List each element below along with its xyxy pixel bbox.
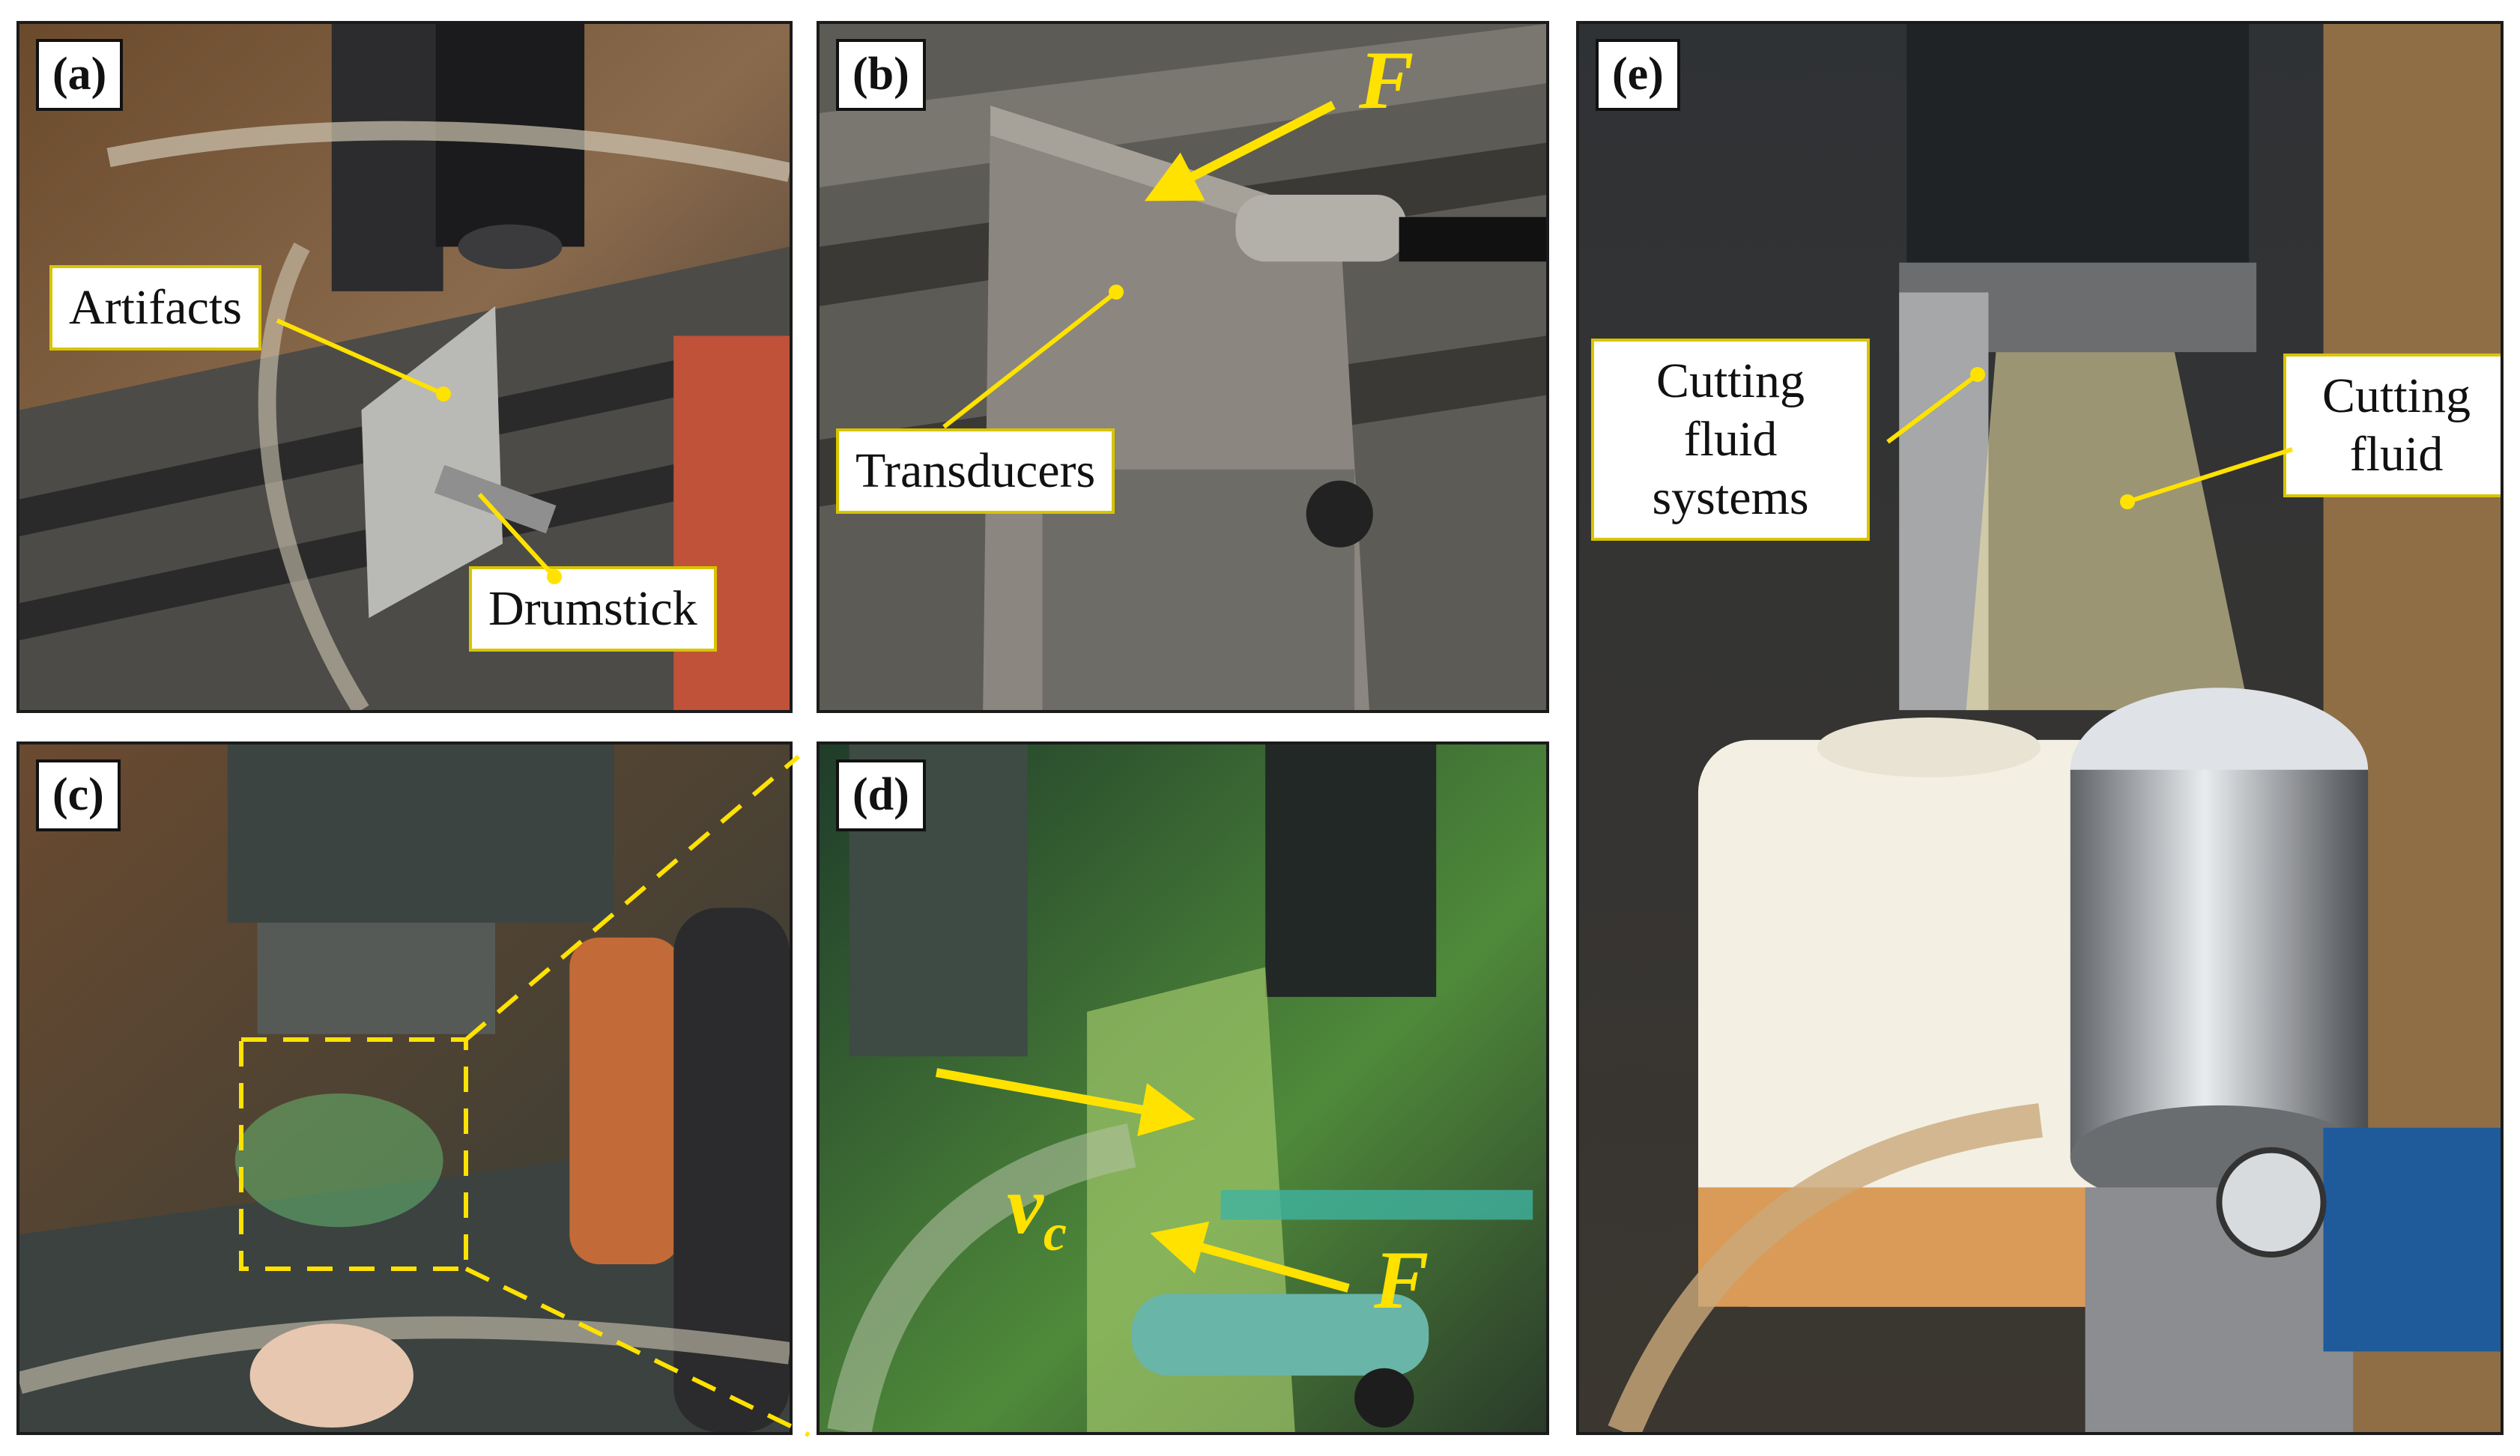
callout-fluid-line2: fluid [2349,426,2444,482]
callout-fluid-line1: Cutting [2321,368,2471,423]
machine-photo-c [19,744,790,1432]
photo-panel-c: (c) [16,741,793,1435]
symbol-velocity-d: vc [1007,1164,1067,1260]
machine-photo-e [1579,24,2501,1432]
callout-cutting-fluid-systems: Cutting fluid systems [1591,339,1870,541]
photo-panel-a: (a) Artifacts Drumstick [16,21,793,713]
panel-label-d: (d) [836,759,926,831]
callout-transducers: Transducers [836,428,1115,514]
symbol-force-d: F [1374,1234,1429,1326]
machine-photo-d [820,744,1546,1432]
panel-label-e: (e) [1596,39,1680,111]
photo-panel-b: (b) F Transducers [817,21,1549,713]
callout-artifacts: Artifacts [49,265,261,351]
callout-systems-line2: fluid [1683,411,1778,467]
panel-label-b: (b) [836,39,926,111]
callout-cutting-fluid: Cutting fluid [2283,354,2501,497]
photo-panel-d: (d) vc F [817,741,1549,1435]
panel-label-a: (a) [36,39,124,111]
callout-drumstick: Drumstick [469,566,717,652]
velocity-subscript: c [1043,1204,1067,1262]
callout-systems-line3: systems [1652,470,1809,525]
machine-photo-b [820,24,1546,710]
symbol-force-b: F [1359,34,1414,126]
velocity-letter: v [1007,1159,1044,1251]
photo-panel-e: (e) Cutting fluid systems Cutting fluid [1576,21,2504,1435]
callout-systems-line1: Cutting [1656,354,1805,408]
panel-label-c: (c) [36,759,121,831]
